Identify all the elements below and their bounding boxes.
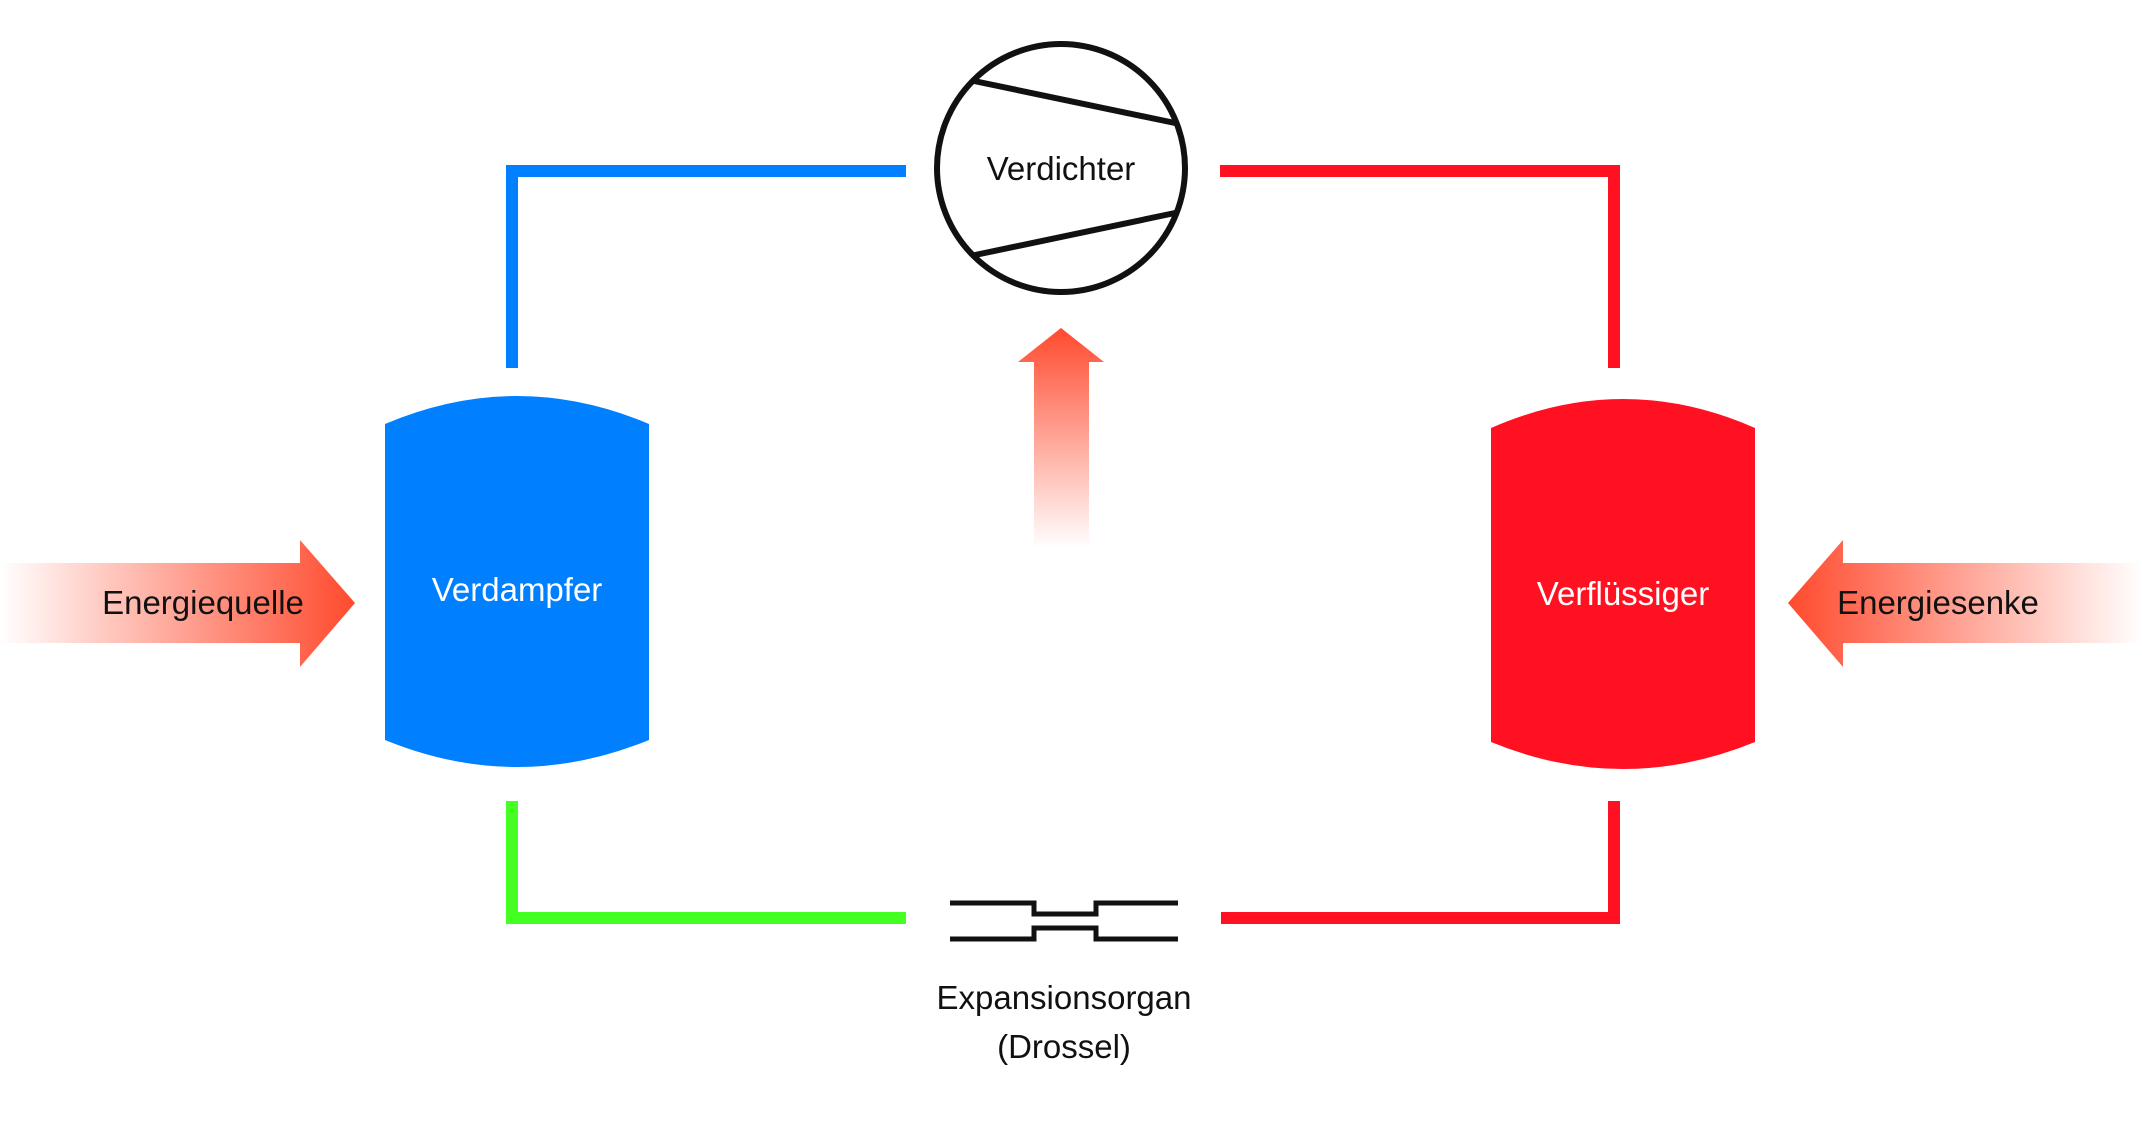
compressor-upper-line	[973, 78, 1176, 126]
condenser-tank	[1491, 399, 1755, 769]
energy-sink-flow: Energiesenke	[1788, 540, 2142, 667]
condenser-label: Verflüssiger	[1537, 575, 1709, 612]
compressor-lower-line	[974, 210, 1176, 258]
energy-source-label: Energiequelle	[102, 584, 304, 621]
compressor: Verdichter	[934, 41, 1188, 295]
expansion-valve: Expansionsorgan (Drossel)	[936, 900, 1192, 1065]
compressor-work-arrow-icon	[1018, 328, 1104, 548]
compressor-label: Verdichter	[987, 150, 1136, 187]
throttle-valve-lower-line	[950, 925, 1178, 942]
energy-source-arrow-icon	[0, 540, 355, 667]
evaporator-label: Verdampfer	[432, 571, 603, 608]
liquid-line-pipe	[1221, 801, 1620, 924]
throttle-valve-icon	[950, 900, 1178, 917]
suction-line-pipe	[506, 165, 906, 368]
discharge-line-pipe	[1220, 165, 1620, 368]
condenser: Verflüssiger	[1491, 399, 1755, 769]
expansion-label-line1: Expansionsorgan	[936, 979, 1191, 1016]
evaporator-tank	[385, 396, 649, 767]
expansion-label-line2: (Drossel)	[997, 1028, 1131, 1065]
energy-sink-arrow-icon	[1788, 540, 2142, 667]
compressor-symbol-icon	[934, 41, 1188, 295]
energy-sink-label: Energiesenke	[1837, 584, 2039, 621]
expansion-outlet-pipe	[506, 801, 906, 924]
evaporator: Verdampfer	[385, 396, 649, 767]
energy-source-flow: Energiequelle	[0, 540, 355, 667]
